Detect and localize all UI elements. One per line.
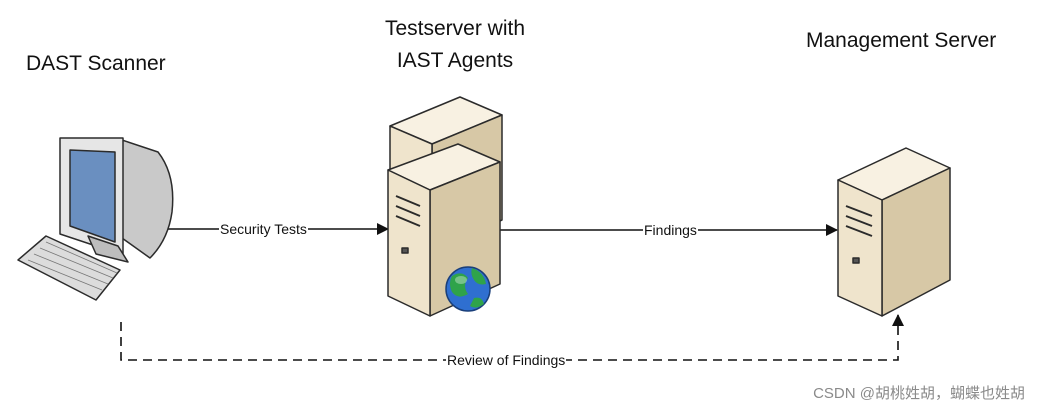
watermark: CSDN @胡桃姓胡，蝴蝶也姓胡: [813, 385, 1025, 402]
testserver-title-line1: Testserver with: [384, 17, 526, 40]
review-of-findings-label: Review of Findings: [446, 352, 567, 368]
testserver-title-line2: IAST Agents: [396, 48, 514, 72]
dast-scanner-title: DAST Scanner: [26, 52, 166, 75]
findings-label: Findings: [643, 222, 698, 238]
security-tests-label: Security Tests: [219, 221, 308, 237]
management-server-title: Management Server: [806, 29, 997, 52]
computer-icon: [17, 137, 174, 301]
server-icon: [837, 147, 951, 317]
testserver-title: Testserver with IAST Agents: [360, 13, 550, 76]
globe-icon: [445, 266, 491, 312]
